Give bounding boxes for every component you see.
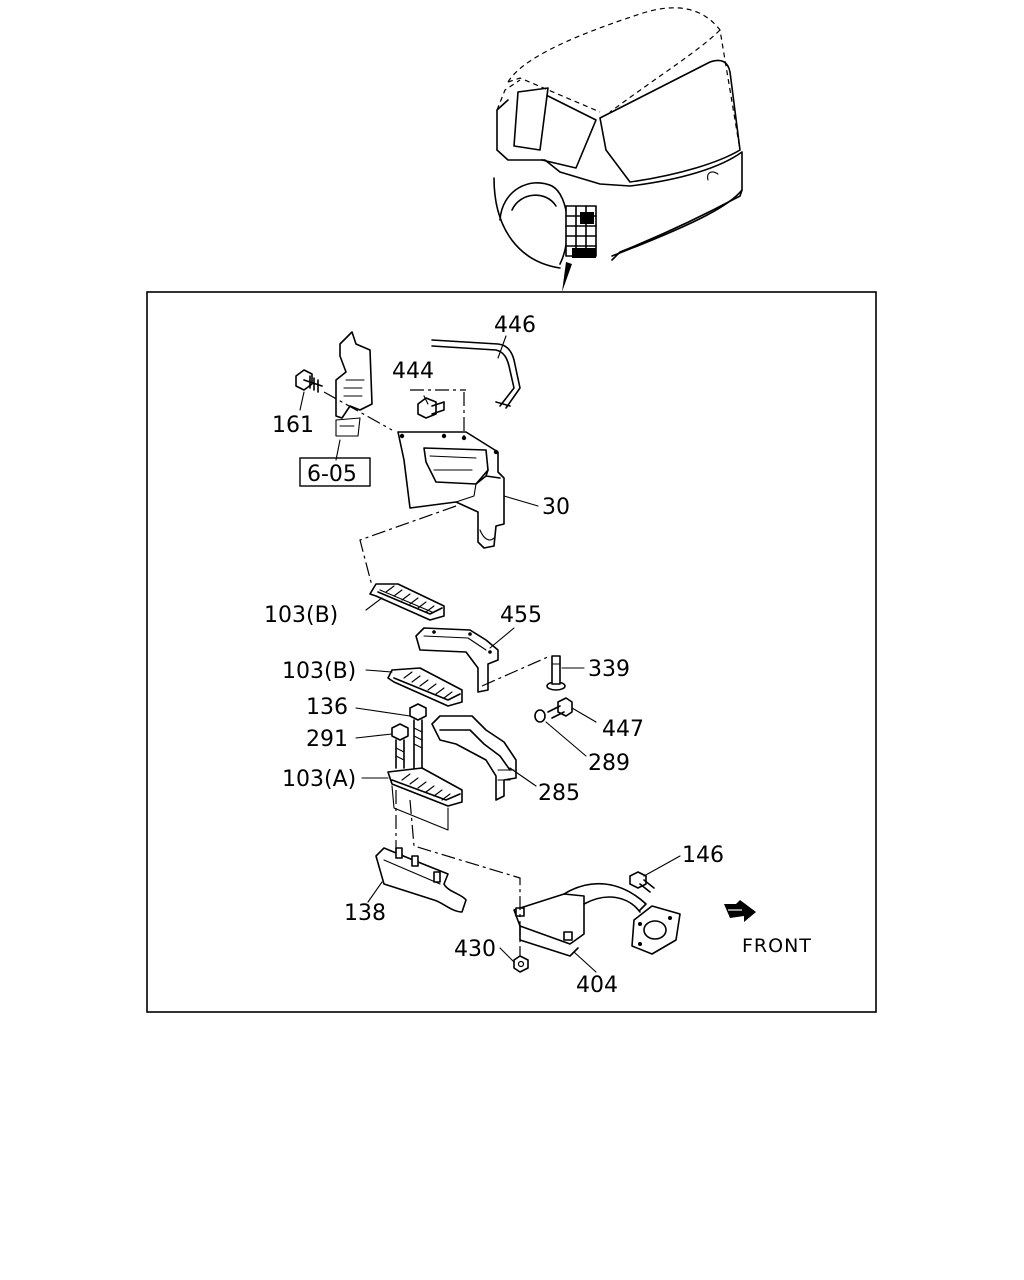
callout-339: 339 <box>588 657 630 682</box>
detail-pointer-icon <box>562 262 572 292</box>
part-446-rod <box>431 339 521 409</box>
part-291-bolt <box>391 723 409 769</box>
part-444-bolt <box>417 397 445 419</box>
callout-labels: 446 444 161 6-05 30 103(B) 455 103(B) 33… <box>264 313 724 998</box>
callout-447: 447 <box>602 717 644 742</box>
callout-6-05: 6-05 <box>307 462 357 487</box>
callout-30: 30 <box>542 495 570 520</box>
part-6-05-bracket <box>335 331 373 437</box>
part-404-support <box>513 882 647 957</box>
callout-136: 136 <box>306 695 348 720</box>
part-339-pin <box>546 655 566 691</box>
callout-103b-lower: 103(B) <box>282 659 356 684</box>
part-430-nut <box>513 955 529 973</box>
detail-frame <box>146 291 877 1013</box>
part-138-cover <box>375 847 467 913</box>
part-30-housing <box>397 431 505 549</box>
callout-430: 430 <box>454 937 496 962</box>
part-103b-upper-tread <box>369 583 445 621</box>
callout-446: 446 <box>494 313 536 338</box>
part-103b-lower-tread <box>387 667 463 707</box>
callout-103a: 103(A) <box>282 767 356 792</box>
callout-455: 455 <box>500 603 542 628</box>
callout-138: 138 <box>344 901 386 926</box>
callout-285: 285 <box>538 781 580 806</box>
callout-291: 291 <box>306 727 348 752</box>
callout-444: 444 <box>392 359 434 384</box>
part-289-washer <box>534 709 546 723</box>
front-indicator: FRONT <box>724 900 812 957</box>
assembly-lines <box>323 389 551 956</box>
part-161-bolt <box>295 369 323 393</box>
callout-146: 146 <box>682 843 724 868</box>
ref-6-05-box <box>299 457 371 487</box>
front-label: FRONT <box>742 935 812 957</box>
part-146-plate <box>631 905 681 955</box>
leader-lines <box>299 335 681 973</box>
callout-289: 289 <box>588 751 630 776</box>
callout-103b-upper: 103(B) <box>264 603 338 628</box>
part-146-bolt <box>629 871 655 893</box>
part-455-bracket <box>415 627 499 693</box>
part-103a-tread <box>387 767 463 831</box>
part-136-bolt <box>409 703 427 777</box>
front-arrow-icon <box>724 900 756 922</box>
cab-step-location <box>565 205 597 258</box>
callout-161: 161 <box>272 413 314 438</box>
truck-cab-overview <box>493 7 743 292</box>
part-447-bolt <box>547 697 573 719</box>
callout-404: 404 <box>576 973 618 998</box>
part-285-bracket <box>431 715 517 801</box>
